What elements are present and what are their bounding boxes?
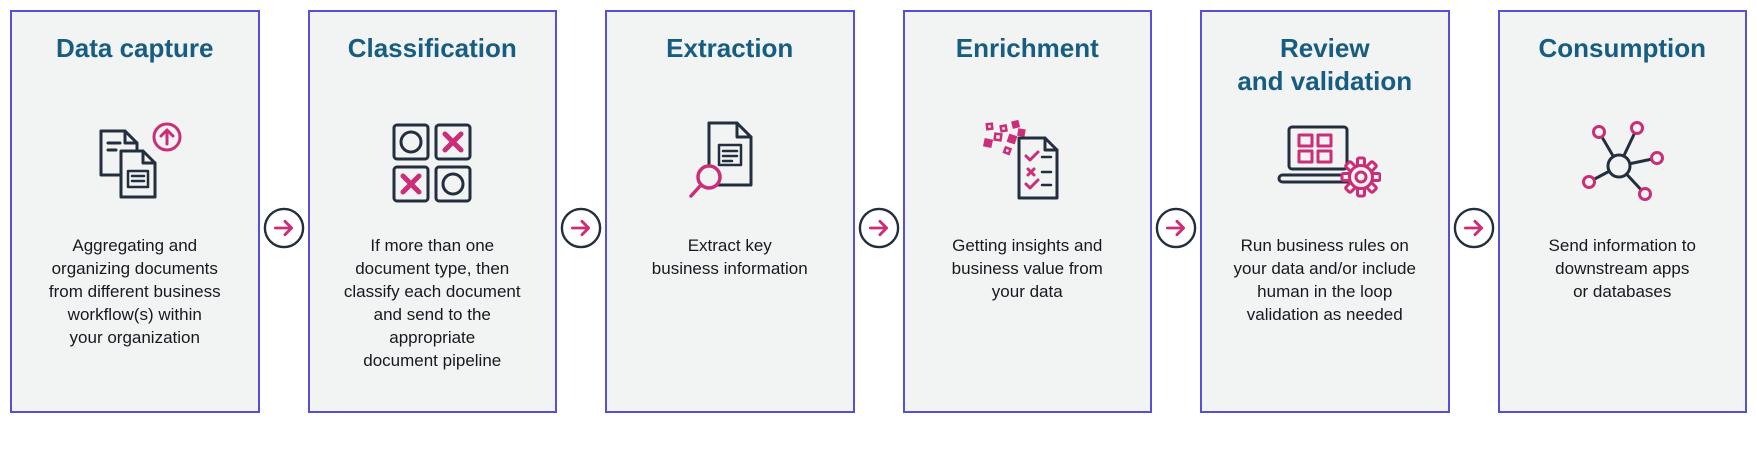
stage-title: Review and validation — [1237, 33, 1413, 96]
documents-upload-icon — [99, 122, 182, 199]
stage-description: Extract key business information — [651, 236, 808, 278]
arrow-right-icon — [1155, 207, 1197, 249]
icon-area — [12, 104, 258, 222]
stage-card-review-validation: Review and validation — [1200, 10, 1450, 413]
stage-connector — [1450, 10, 1498, 413]
arrow-right-icon — [1453, 207, 1494, 249]
laptop-gear-icon — [1277, 125, 1381, 198]
icon-area — [310, 104, 556, 222]
confetti-squares — [983, 119, 1026, 156]
stage-connector — [855, 10, 903, 413]
document-search-icon — [689, 121, 753, 198]
arrow-right-icon — [858, 207, 899, 249]
icon-area — [905, 104, 1151, 222]
stage-description: Aggregating and organizing documents fro… — [48, 236, 221, 347]
stage-card-classification: Classification If more than one document… — [307, 10, 557, 413]
stage-title: Extraction — [666, 33, 794, 63]
stage-connector — [557, 10, 605, 413]
stage-title: Classification — [347, 33, 517, 63]
arrow-right-icon — [560, 207, 602, 249]
icon-area — [1202, 104, 1448, 222]
stage-card-extraction: Extraction Extract key business informat… — [605, 10, 855, 413]
stage-connector — [1152, 10, 1200, 413]
icon-area — [607, 104, 853, 222]
stage-title: Enrichment — [955, 33, 1099, 63]
document-enrichment-icon — [983, 119, 1059, 200]
arrow-right-icon — [263, 207, 304, 249]
stage-card-enrichment: Enrichment Getting insights and business… — [902, 10, 1152, 413]
stage-connector — [260, 10, 308, 413]
stage-title: Consumption — [1538, 33, 1707, 63]
stage-title: Data capture — [56, 33, 214, 63]
stage-description: Send information to downstream apps or d… — [1548, 236, 1696, 301]
stage-description: Run business rules on your data and/or i… — [1233, 236, 1416, 324]
network-hub-icon — [1582, 121, 1665, 201]
stage-card-consumption: Consumption Send — [1497, 10, 1747, 413]
gear-shape — [1340, 156, 1381, 198]
classification-grid-icon — [392, 123, 472, 203]
stage-description: Getting insights and business value from… — [951, 236, 1103, 301]
stage-description: If more than one document type, then cla… — [343, 236, 521, 370]
icon-area — [1500, 104, 1746, 222]
stage-card-data-capture: Data capture — [10, 10, 260, 413]
